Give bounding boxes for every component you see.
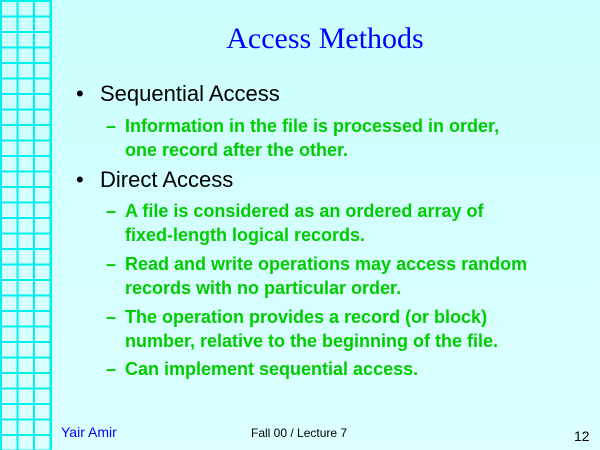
footer-course: Fall 00 / Lecture 7 bbox=[251, 426, 348, 440]
grid-edge bbox=[50, 0, 52, 450]
dash-icon: – bbox=[106, 116, 117, 136]
slide-number: 12 bbox=[574, 428, 590, 444]
dash-icon: – bbox=[106, 359, 117, 379]
bullet-icon: • bbox=[76, 167, 84, 192]
dash-icon: – bbox=[106, 307, 117, 327]
dash-icon: – bbox=[106, 254, 117, 274]
dash-icon: – bbox=[106, 201, 117, 221]
decorative-grid bbox=[0, 0, 52, 450]
footer-author: Yair Amir bbox=[61, 424, 117, 440]
slide-title: Access Methods bbox=[226, 22, 424, 55]
bullet-icon: • bbox=[76, 81, 84, 106]
